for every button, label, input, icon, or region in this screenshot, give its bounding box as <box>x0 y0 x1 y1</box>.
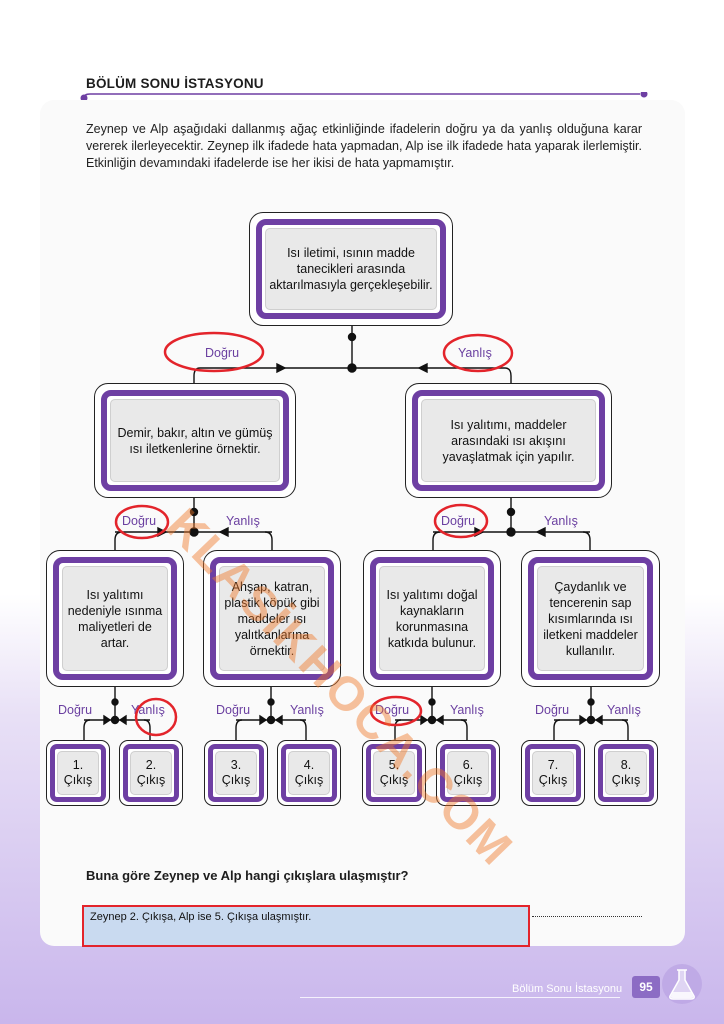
label-yanlis-left: Yanlış <box>226 514 260 528</box>
statement-box-l3-2: Ahşap, katran, plastik köpük gibi maddel… <box>203 550 341 687</box>
section-title: BÖLÜM SONU İSTASYONU <box>86 76 264 91</box>
statement-l3-3: Isı yalıtımı doğal kaynakların korunması… <box>379 566 485 671</box>
highlight-root-yanlis <box>442 333 514 373</box>
question-text: Buna göre Zeynep ve Alp hangi çıkışlara … <box>86 868 409 883</box>
exit-number: 8. <box>620 758 632 772</box>
label-dogru-l3-3: Doğru <box>375 703 410 717</box>
label-yanlis-root: Yanlış <box>458 346 492 360</box>
exit-1[interactable]: 1.Çıkış <box>46 740 110 806</box>
label-yanlis-l3-3: Yanlış <box>450 703 484 717</box>
answer-field[interactable]: Zeynep 2. Çıkışa, Alp ise 5. Çıkışa ulaş… <box>82 905 530 947</box>
exit-8[interactable]: 8.Çıkış <box>594 740 658 806</box>
exit-label: Çıkış <box>136 773 166 787</box>
root-statement-box: Isı iletimi, ısının madde tanecikleri ar… <box>249 212 453 326</box>
label-yanlis-l3-2: Yanlış <box>290 703 324 717</box>
exit-label: Çıkış <box>63 773 93 787</box>
exit-number: 7. <box>547 758 559 772</box>
exit-label: Çıkış <box>379 773 409 787</box>
label-dogru-l3-1: Doğru <box>58 703 93 717</box>
statement-box-false-branch: Isı yalıtımı, maddeler arasındaki ısı ak… <box>405 383 612 498</box>
label-yanlis-l3-4: Yanlış <box>607 703 641 717</box>
exit-number: 1. <box>72 758 84 772</box>
page-number: 95 <box>632 976 660 998</box>
exit-7[interactable]: 7.Çıkış <box>521 740 585 806</box>
exit-5[interactable]: 5.Çıkış <box>362 740 426 806</box>
statement-l3-4: Çaydanlık ve tencerenin sap kısımlarında… <box>537 566 644 671</box>
statement-box-l3-1: Isı yalıtımı nedeniyle ısınma maliyetler… <box>46 550 184 687</box>
exit-label: Çıkış <box>221 773 251 787</box>
exit-number: 4. <box>303 758 315 772</box>
exit-number: 5. <box>388 758 400 772</box>
statement-true-branch: Demir, bakır, altın ve gümüş ısı iletken… <box>110 399 280 482</box>
answer-dotted-line <box>532 905 642 917</box>
statement-box-true-branch: Demir, bakır, altın ve gümüş ısı iletken… <box>94 383 296 498</box>
highlight-exit2-yanlis <box>134 697 178 737</box>
exit-6[interactable]: 6.Çıkış <box>436 740 500 806</box>
exit-number: 6. <box>462 758 474 772</box>
highlight-root-dogru <box>163 331 265 373</box>
highlight-exit5-dogru <box>369 695 423 727</box>
label-dogru-root: Doğru <box>205 346 240 360</box>
statement-box-l3-4: Çaydanlık ve tencerenin sap kısımlarında… <box>521 550 660 687</box>
statement-l3-1: Isı yalıtımı nedeniyle ısınma maliyetler… <box>62 566 168 671</box>
exit-number: 2. <box>145 758 157 772</box>
footer-rule <box>300 997 620 998</box>
exit-label: Çıkış <box>453 773 483 787</box>
highlight-right-dogru <box>433 503 489 539</box>
statement-false-branch: Isı yalıtımı, maddeler arasındaki ısı ak… <box>421 399 596 482</box>
label-dogru-left: Doğru <box>122 514 157 528</box>
label-dogru-l3-4: Doğru <box>535 703 570 717</box>
root-statement: Isı iletimi, ısının madde tanecikleri ar… <box>265 228 437 310</box>
exit-label: Çıkış <box>294 773 324 787</box>
exit-2[interactable]: 2.Çıkış <box>119 740 183 806</box>
statement-box-l3-3: Isı yalıtımı doğal kaynakların korunması… <box>363 550 501 687</box>
exit-label: Çıkış <box>538 773 568 787</box>
exit-number: 3. <box>230 758 242 772</box>
statement-l3-2: Ahşap, katran, plastik köpük gibi maddel… <box>219 566 325 671</box>
intro-paragraph: Zeynep ve Alp aşağıdaki dallanmış ağaç e… <box>86 122 642 170</box>
flask-icon <box>662 964 702 1004</box>
label-dogru-l3-2: Doğru <box>216 703 251 717</box>
label-yanlis-right: Yanlış <box>544 514 578 528</box>
title-rule <box>80 92 648 102</box>
exit-4[interactable]: 4.Çıkış <box>277 740 341 806</box>
label-dogru-right: Doğru <box>441 514 476 528</box>
highlight-left-dogru <box>114 504 170 540</box>
exit-3[interactable]: 3.Çıkış <box>204 740 268 806</box>
exit-label: Çıkış <box>611 773 641 787</box>
footer-section-title: Bölüm Sonu İstasyonu <box>512 983 623 995</box>
